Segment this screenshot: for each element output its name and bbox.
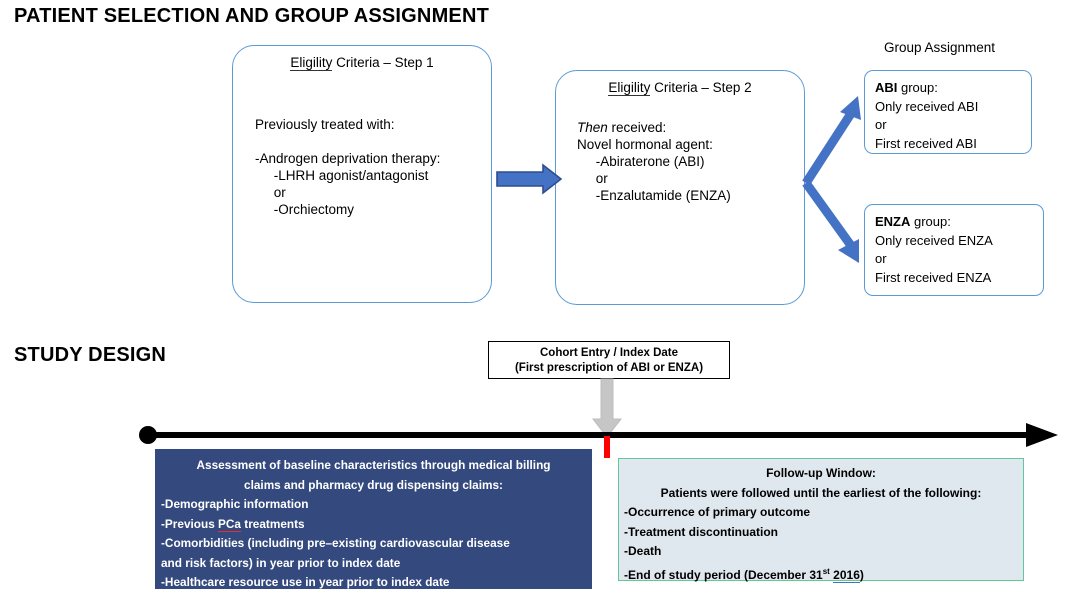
baseline-item-previous-treatments: -Previous PCa treatments	[161, 515, 586, 535]
right-block-arrow-icon	[496, 163, 563, 195]
enza-group-box: ENZA group: Only received ENZA or First …	[864, 204, 1044, 296]
eligibility-step2-heading: Eligility Criteria – Step 2	[556, 80, 804, 96]
followup-subtitle: Patients were followed until the earlies…	[660, 485, 982, 500]
abi-group-description: group: Only received ABI or First receiv…	[875, 80, 979, 151]
page-title-patient-selection: PATIENT SELECTION AND GROUP ASSIGNMENT	[14, 5, 490, 27]
baseline-item2-spell: PCa	[218, 516, 241, 532]
baseline-item-healthcare-resource: -Healthcare resource use in year prior t…	[161, 575, 450, 589]
eligibility-step1-heading-rest: Criteria – Step 1	[332, 55, 434, 70]
baseline-title-line1: Assessment of baseline characteristics t…	[196, 458, 551, 472]
followup-item-death: -Death	[624, 544, 662, 558]
down-block-arrow-icon	[591, 378, 623, 438]
eligibility-step2-agents: Novel hormonal agent: -Abiraterone (ABI)…	[577, 137, 731, 203]
timeline-start-dot-icon	[139, 426, 157, 444]
cohort-entry-index-date-box: Cohort Entry / Index Date (First prescri…	[488, 341, 730, 379]
eligibility-step2-heading-rest: Criteria – Step 2	[650, 80, 752, 95]
cohort-entry-line2: (First prescription of ABI or ENZA)	[514, 362, 704, 374]
eligibility-step1-box: Eligility Criteria – Step 1 Previously t…	[232, 45, 492, 303]
abi-group-box: ABI group: Only received ABI or First re…	[864, 70, 1032, 154]
index-date-tick-marker	[604, 436, 610, 458]
group-assignment-label: Group Assignment	[884, 40, 996, 55]
followup-window-box: Follow-up Window: Patients were followed…	[618, 458, 1024, 583]
baseline-item2-pre: -Previous	[161, 516, 219, 531]
eligibility-step2-received-word: received:	[607, 120, 667, 135]
study-timeline-axis	[139, 423, 1058, 447]
eligibility-step2-heading-underlined: Eligility	[608, 80, 651, 96]
abi-group-name: ABI	[875, 80, 898, 95]
eligibility-step1-heading-underlined: Eligility	[290, 55, 333, 71]
followup-title: Follow-up Window:	[766, 466, 876, 480]
baseline-title-line2: claims and pharmacy drug dispensing clai…	[244, 477, 503, 492]
eligibility-step2-then-word: Then	[577, 120, 608, 135]
followup-item4-post: )	[859, 567, 864, 582]
timeline-arrowhead-icon	[1026, 423, 1058, 447]
baseline-item-demographic: -Demographic information	[161, 497, 309, 511]
baseline-item-comorbidities-a: -Comorbidities (including pre–existing c…	[161, 536, 510, 550]
followup-item-end-of-study: -End of study period (December 31st 2016…	[624, 562, 1018, 586]
baseline-assessment-box: Assessment of baseline characteristics t…	[155, 449, 592, 589]
followup-item-discontinuation: -Treatment discontinuation	[624, 524, 779, 539]
baseline-item2-post: treatments	[241, 516, 305, 531]
eligibility-step1-heading: Eligility Criteria – Step 1	[233, 55, 491, 71]
eligibility-step2-body: Then received: Novel hormonal agent: -Ab…	[577, 119, 804, 204]
eligibility-step2-box: Eligility Criteria – Step 2 Then receive…	[555, 70, 805, 305]
page-title-study-design: STUDY DESIGN	[14, 344, 167, 366]
followup-item-primary-outcome: -Occurrence of primary outcome	[624, 505, 811, 519]
followup-item4-pre: -End of study period (December 31	[624, 567, 823, 582]
enza-group-description: group: Only received ENZA or First recei…	[875, 214, 993, 285]
followup-item4-superscript: st	[822, 566, 830, 576]
followup-item4-year: 2016	[833, 567, 860, 583]
eligibility-step1-body: Previously treated with: -Androgen depri…	[255, 117, 441, 217]
cohort-entry-line1: Cohort Entry / Index Date	[539, 347, 679, 359]
branching-arrow-pair-icon	[802, 96, 861, 263]
enza-group-name: ENZA	[875, 214, 911, 229]
baseline-item-comorbidities-b: and risk factors) in year prior to index…	[161, 555, 401, 570]
